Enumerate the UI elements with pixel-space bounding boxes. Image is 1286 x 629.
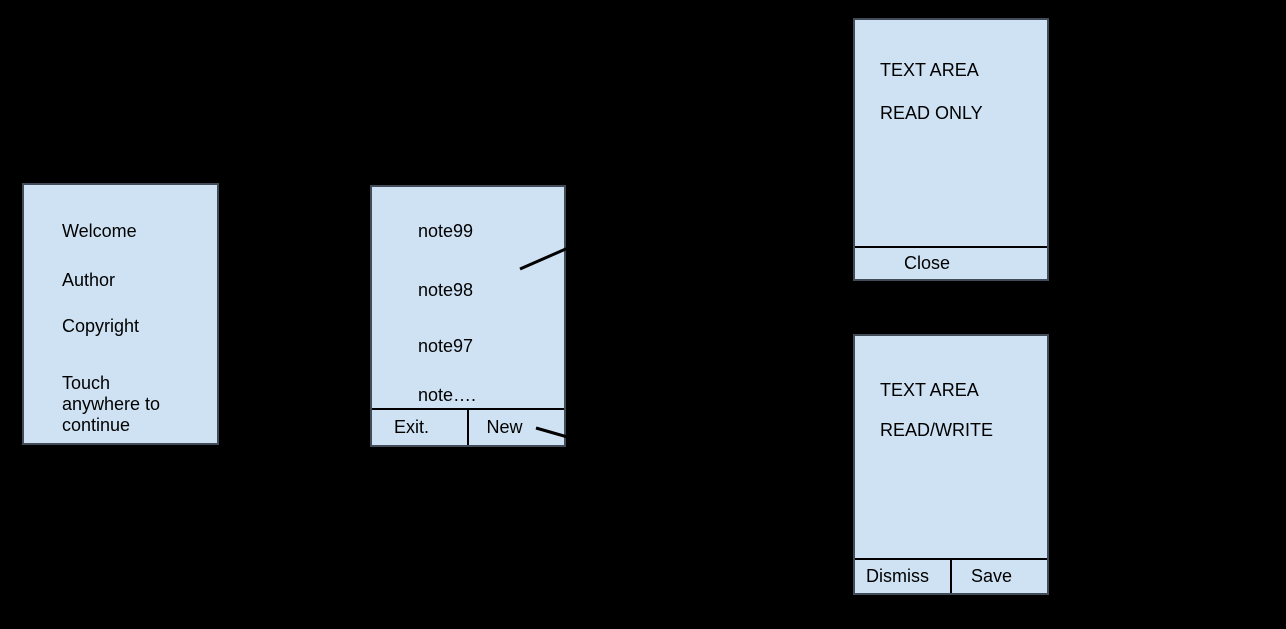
close-button[interactable]: Close — [855, 248, 1047, 279]
read-write-screen[interactable]: TEXT AREA READ/WRITE Dismiss Save — [853, 334, 1049, 595]
note-list-item[interactable]: note99 — [418, 221, 474, 241]
read-only-button-bar: Close — [855, 246, 1047, 279]
note-list-item[interactable]: note98 — [418, 280, 474, 300]
exit-button[interactable]: Exit. — [372, 410, 467, 445]
exit-button-label: Exit. — [393, 417, 429, 437]
note-list-item[interactable]: note97 — [418, 336, 474, 356]
dismiss-button-label: Dismiss — [866, 566, 929, 586]
read-only-screen: TEXT AREA READ ONLY Close — [853, 18, 1049, 281]
notes-list-screen: note99 note98 note97 note…. Exit. New — [370, 185, 566, 447]
new-button-label: New — [486, 417, 523, 437]
splash-welcome-label: Welcome — [62, 221, 137, 241]
splash-copyright-label: Copyright — [62, 316, 140, 336]
splash-author-label: Author — [62, 270, 116, 290]
save-button-label: Save — [970, 566, 1013, 586]
splash-screen[interactable]: Welcome Author Copyright Touch anywhere … — [22, 183, 219, 445]
read-only-mode-label: READ ONLY — [880, 103, 983, 123]
close-button-label: Close — [903, 253, 951, 273]
save-button[interactable]: Save — [950, 560, 1047, 593]
splash-touch-hint: Touch anywhere to continue — [62, 373, 161, 435]
read-write-button-bar: Dismiss Save — [855, 558, 1047, 593]
notes-list-button-bar: Exit. New — [372, 408, 564, 445]
read-write-mode-label: READ/WRITE — [880, 420, 994, 440]
read-write-title: TEXT AREA — [880, 380, 979, 400]
note-list-item[interactable]: note…. — [418, 385, 477, 405]
read-only-title: TEXT AREA — [880, 60, 979, 80]
new-button[interactable]: New — [467, 410, 564, 445]
dismiss-button[interactable]: Dismiss — [855, 560, 950, 593]
